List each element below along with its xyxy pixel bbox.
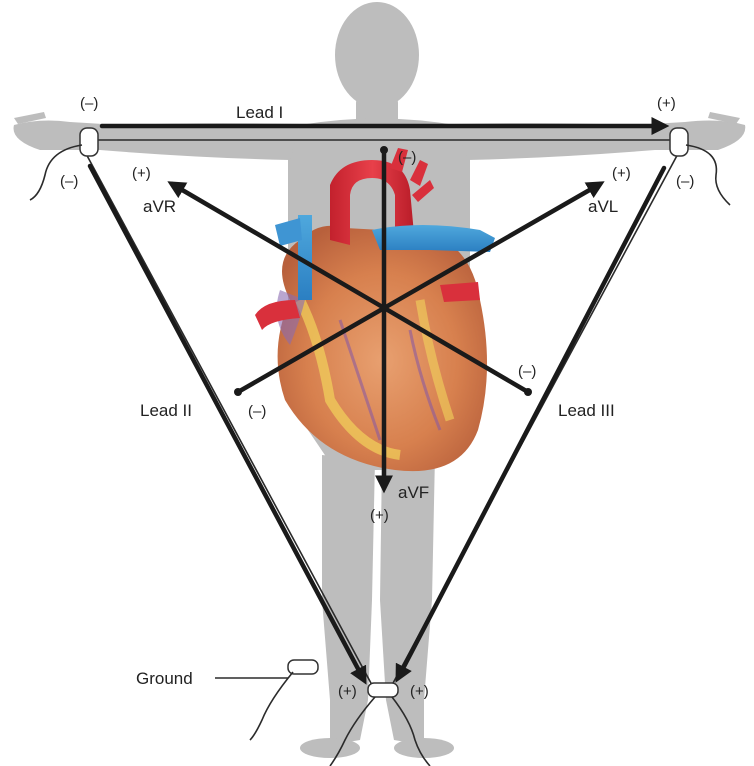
left-arm-bottom-negative: (–)	[676, 173, 694, 190]
avf-label: aVF	[398, 483, 429, 502]
right-arm-top-negative: (–)	[80, 95, 98, 112]
avr-negative-label: (–)	[518, 363, 536, 380]
lead-ii-label: Lead II	[140, 401, 192, 420]
avr-negative-dot	[524, 388, 532, 396]
lead-iii-label: Lead III	[558, 401, 615, 420]
avf-positive: (+)	[370, 507, 389, 524]
avl-negative-dot	[234, 388, 242, 396]
avf-negative: (–)	[398, 149, 416, 166]
avl-label: aVL	[588, 197, 618, 216]
foot-positive-right: (+)	[410, 683, 429, 700]
avl-positive: (+)	[612, 165, 631, 182]
avl-negative-label: (–)	[248, 403, 266, 420]
lead-i-label: Lead I	[236, 103, 283, 122]
left-arm-top-positive: (+)	[657, 95, 676, 112]
avf-negative-dot	[380, 146, 388, 154]
avr-positive: (+)	[132, 165, 151, 182]
ground-label: Ground	[136, 669, 193, 688]
avr-label: aVR	[143, 197, 176, 216]
right-arm-bottom-negative: (–)	[60, 173, 78, 190]
foot-positive-left: (+)	[338, 683, 357, 700]
